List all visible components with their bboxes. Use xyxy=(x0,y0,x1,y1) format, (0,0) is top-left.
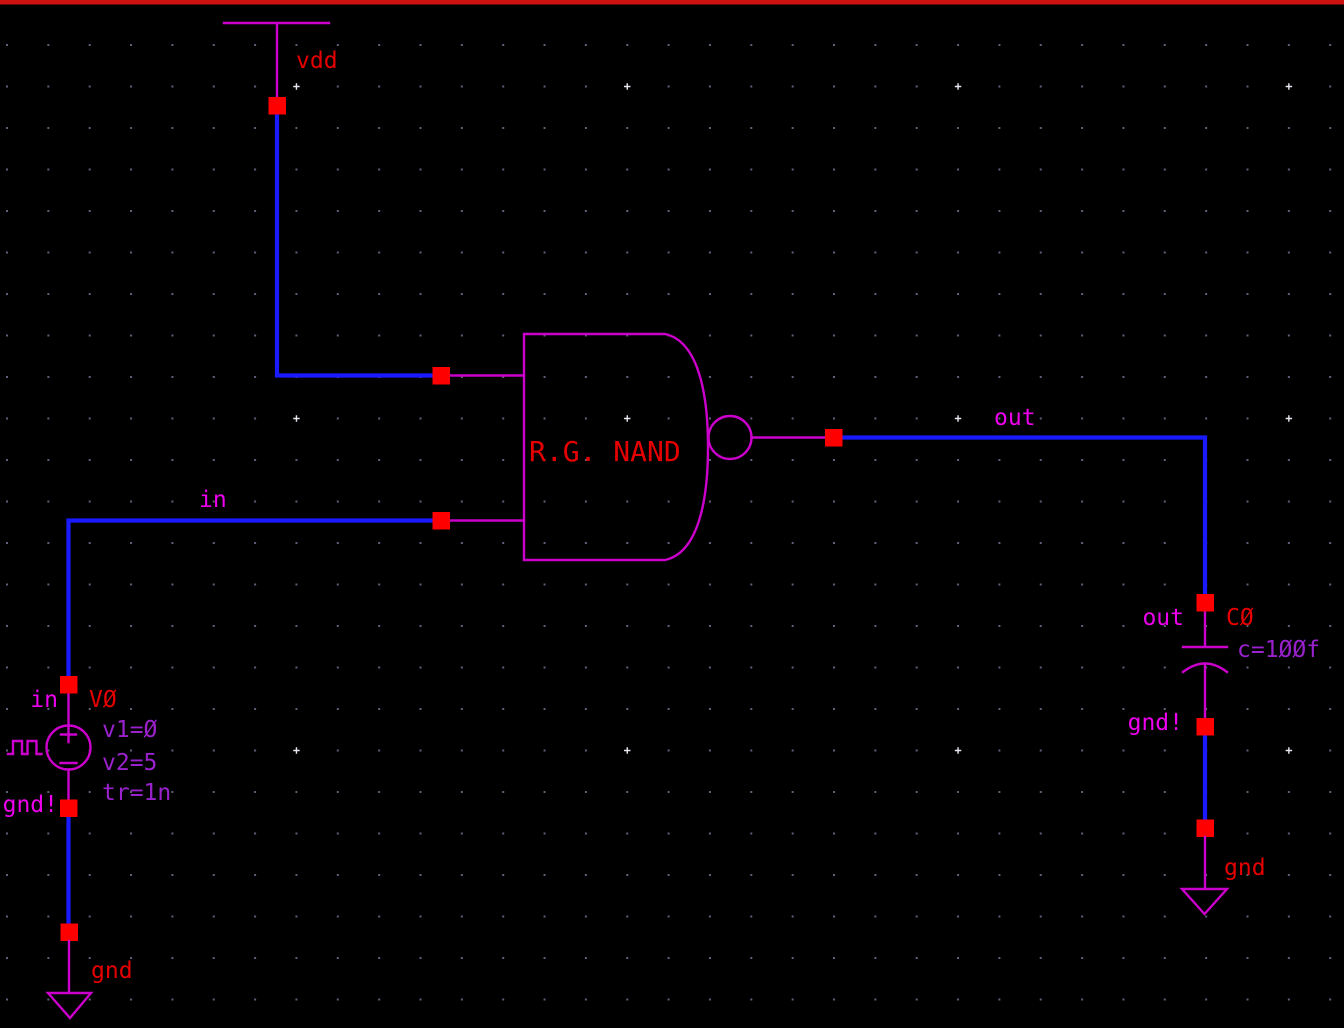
capacitor-bottom-net-label[interactable]: gnd! xyxy=(1128,710,1183,736)
nand-gate-label[interactable]: R.G. NAND xyxy=(529,435,681,468)
capacitor-top-plate xyxy=(1181,609,1229,649)
wire-out-net[interactable] xyxy=(831,435,1208,604)
nand-gate-symbol[interactable]: R.G. NAND xyxy=(432,332,843,562)
ground-symbol-left[interactable]: gnd xyxy=(45,923,133,1020)
window-top-edge xyxy=(0,0,1344,5)
net-label-out[interactable]: out xyxy=(994,405,1036,431)
ground-symbol-right[interactable]: gnd xyxy=(1179,819,1266,916)
nand-input-b-pin[interactable] xyxy=(432,512,451,530)
vpulse-source-symbol[interactable]: in VØ v1=Ø v2=5 tr=1n gnd! xyxy=(3,676,172,818)
vsource-bottom-net-label[interactable]: gnd! xyxy=(3,792,58,818)
capacitor-bottom-pin[interactable] xyxy=(1196,718,1215,736)
capacitor-value-label[interactable]: c=1ØØf xyxy=(1237,637,1320,663)
nand-output-pin[interactable] xyxy=(825,429,843,447)
capacitor-symbol[interactable]: out CØ c=1ØØf gnd! xyxy=(1128,594,1320,736)
vsource-top-net-label[interactable]: in xyxy=(30,687,58,713)
net-label-vdd[interactable]: vdd xyxy=(296,48,338,74)
vdd-symbol-shape xyxy=(222,21,331,100)
capacitor-top-net-label[interactable]: out xyxy=(1142,605,1184,631)
vsource-param-tr[interactable]: tr=1n xyxy=(102,780,171,806)
ground-left-pin[interactable] xyxy=(60,923,79,942)
capacitor-instance-name[interactable]: CØ xyxy=(1226,605,1254,631)
ground-left-triangle xyxy=(45,939,94,1020)
ground-left-label[interactable]: gnd xyxy=(91,958,133,984)
net-label-in[interactable]: in xyxy=(199,487,227,513)
vdd-pin[interactable] xyxy=(268,97,287,115)
vsource-minus-pin[interactable] xyxy=(60,799,78,818)
nand-gate-body xyxy=(522,332,710,562)
grid-dots xyxy=(6,2,1332,1001)
vsource-param-v1[interactable]: v1=Ø xyxy=(102,717,158,743)
ground-right-pin[interactable] xyxy=(1196,819,1215,838)
vsource-param-v2[interactable]: v2=5 xyxy=(102,750,157,776)
pulse-waveform-icon xyxy=(6,739,43,756)
wire-in-net[interactable] xyxy=(66,518,444,687)
nand-pin-stubs xyxy=(448,374,826,522)
ground-right-triangle xyxy=(1179,835,1230,916)
ground-right-label[interactable]: gnd xyxy=(1224,855,1266,881)
capacitor-top-pin[interactable] xyxy=(1196,594,1215,612)
vsource-circle xyxy=(45,724,92,771)
vsource-plus-pin[interactable] xyxy=(60,676,78,694)
vdd-supply-symbol[interactable]: vdd xyxy=(222,21,338,115)
vsource-instance-name[interactable]: VØ xyxy=(89,687,117,713)
plus-sign-icon xyxy=(59,725,78,744)
wire-vdd-to-nand[interactable] xyxy=(274,104,444,378)
nand-input-a-pin[interactable] xyxy=(432,367,451,385)
